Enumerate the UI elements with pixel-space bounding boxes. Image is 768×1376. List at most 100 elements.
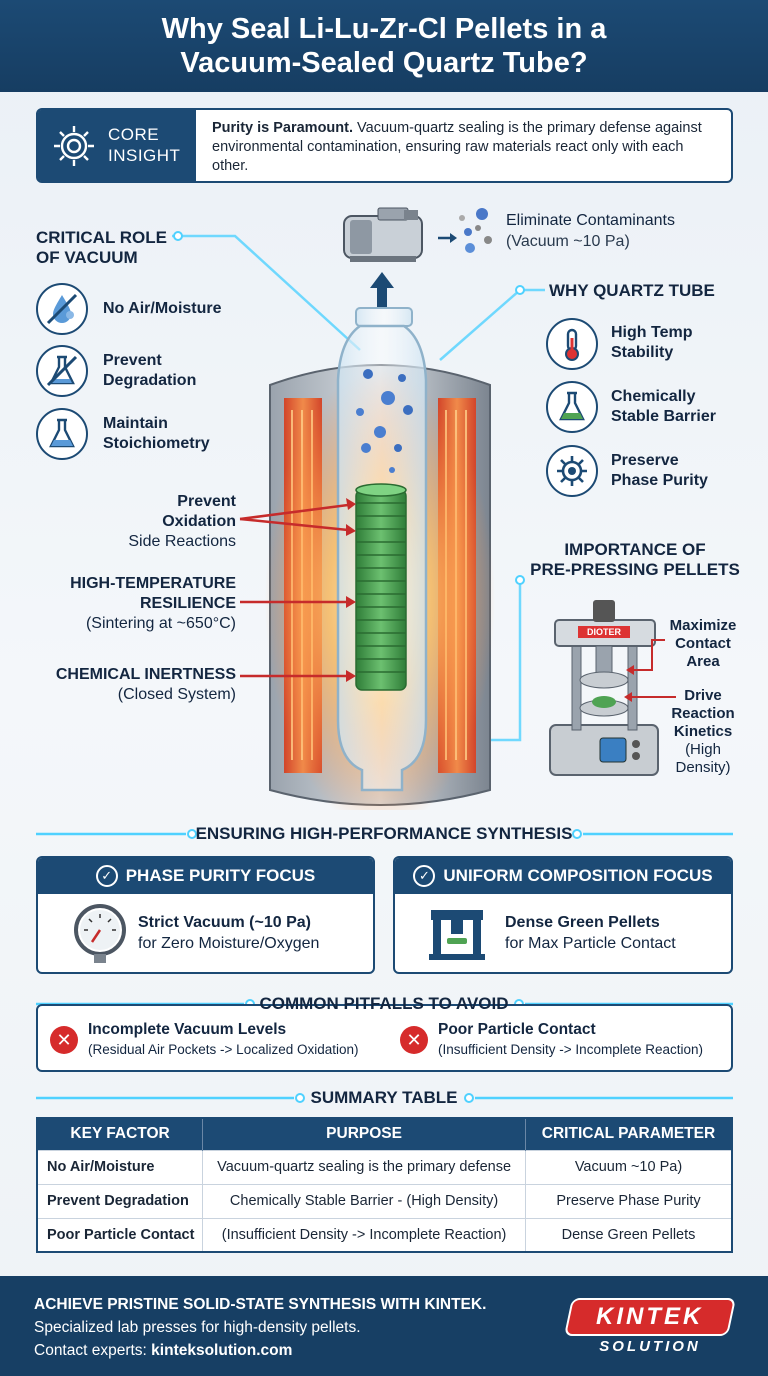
pitfall-2-bold: Poor Particle Contact [438, 1021, 596, 1038]
footer-contact-link[interactable]: kinteksolution.com [151, 1342, 293, 1359]
vacuum-role-title-line2: OF VACUUM [36, 248, 138, 267]
chemical-flask-icon [546, 381, 598, 433]
thermometer-icon [546, 318, 598, 370]
uniform-composition-card: ✓ UNIFORM COMPOSITION FOCUS Dense Green … [393, 856, 733, 974]
purity-gear-icon [546, 445, 598, 497]
pitfall-2-text: (Insufficient Density -> Incomplete Reac… [438, 1042, 703, 1057]
pitfalls-box: ✕ Incomplete Vacuum Levels (Residual Air… [36, 1004, 733, 1072]
table-row: Prevent Degradation Chemically Stable Ba… [37, 1183, 732, 1218]
kintek-logo: KINTEK [563, 1298, 737, 1336]
vacuum-item-3-line2: Stoichiometry [103, 435, 210, 452]
pump-subtitle: (Vacuum ~10 Pa) [506, 233, 630, 250]
pressure-gauge-icon [74, 904, 126, 963]
inertness-label-sub: (Closed System) [117, 686, 236, 703]
core-label-line1: CORE [108, 125, 160, 144]
table-row: Poor Particle Contact (Insufficient Dens… [37, 1217, 732, 1252]
table-header-row: KEY FACTOR PURPOSE CRITICAL PARAMETER [37, 1118, 732, 1150]
ensuring-title: ENSURING HIGH-PERFORMANCE SYNTHESIS [195, 824, 573, 843]
prepress-label-kinetics-1: Drive [684, 687, 722, 704]
page-header: Why Seal Li-Lu-Zr-Cl Pellets in a Vacuum… [0, 0, 768, 92]
quartz-item-2-line2: Stable Barrier [611, 408, 716, 425]
core-insight-text: Purity is Paramount. Vacuum-quartz seali… [212, 119, 722, 176]
phase-purity-head: ✓ PHASE PURITY FOCUS [38, 858, 373, 894]
prepress-title-line1: IMPORTANCE OF [564, 540, 706, 559]
quartz-item-3-line2: Phase Purity [611, 472, 708, 489]
prepress-label-kinetics-4: (High [685, 741, 721, 758]
footer-headline: ACHIEVE PRISTINE SOLID-STATE SYNTHESIS W… [34, 1296, 487, 1313]
inertness-label-b1: CHEMICAL INERTNESS [55, 666, 236, 683]
vacuum-item-1-label: No Air/Moisture [103, 300, 222, 317]
core-insight-label: CORE INSIGHT [38, 110, 196, 181]
table-header: KEY FACTOR [37, 1118, 204, 1150]
vacuum-item-2-line1: Prevent [103, 352, 162, 369]
page-title: Why Seal Li-Lu-Zr-Cl Pellets in a Vacuum… [161, 13, 607, 79]
table-cell: Prevent Degradation [37, 1183, 204, 1218]
uniform-composition-text: for Max Particle Contact [505, 935, 676, 952]
uniform-composition-head-label: UNIFORM COMPOSITION FOCUS [443, 866, 713, 885]
quartz-item-1-line1: High Temp [611, 324, 693, 341]
check-circle-icon: ✓ [95, 865, 118, 887]
press-icon [429, 910, 485, 960]
inertness-label: CHEMICAL INERTNESS (Closed System) [36, 665, 236, 705]
logo-subtitle: SOLUTION [599, 1338, 701, 1355]
no-degradation-flask-icon [36, 345, 88, 397]
footer-subline: Specialized lab presses for high-density… [34, 1319, 361, 1336]
no-moisture-icon [36, 283, 88, 335]
table-cell: Chemically Stable Barrier - (High Densit… [202, 1183, 526, 1218]
contaminant-particles-icon [459, 208, 492, 253]
prepress-label-kinetics-2: Reaction [671, 705, 735, 722]
prepress-label-kinetics-3: Kinetics [673, 723, 733, 740]
table-cell: No Air/Moisture [37, 1149, 204, 1184]
vacuum-item-3-line1: Maintain [103, 415, 168, 432]
resilience-label: HIGH-TEMPERATURE RESILIENCE (Sintering a… [36, 574, 236, 634]
pitfall-1-text: (Residual Air Pockets -> Localized Oxida… [88, 1042, 359, 1057]
oxidation-label-b1: Prevent [177, 493, 236, 510]
footer-contact-prefix: Contact experts: [34, 1342, 152, 1359]
quartz-title: WHY QUARTZ TUBE [549, 281, 715, 300]
quartz-item-2-line1: Chemically [611, 388, 696, 405]
pump-title: Eliminate Contaminants [506, 212, 675, 229]
ensuring-divider [36, 829, 733, 839]
central-diagram [172, 207, 676, 810]
vacuum-pump-icon [343, 207, 423, 262]
phase-purity-text: for Zero Moisture/Oxygen [138, 935, 320, 952]
resilience-label-sub: (Sintering at ~650°C) [85, 615, 236, 632]
table-header: PURPOSE [202, 1118, 526, 1150]
core-insight-box: CORE INSIGHT Purity is Paramount. Vacuum… [36, 108, 733, 183]
pitfalls-title: COMMON PITFALLS TO AVOID [259, 994, 509, 1013]
phase-purity-card: ✓ PHASE PURITY FOCUS Strict Vacuum (~10 … [36, 856, 375, 974]
vacuum-role-title-line1: CRITICAL ROLE [36, 228, 167, 247]
prepress-label-kinetics-5: Density) [675, 759, 731, 776]
table-header: CRITICAL PARAMETER [525, 1118, 732, 1150]
gear-icon [54, 126, 94, 166]
resilience-label-b2: RESILIENCE [139, 595, 236, 612]
vacuum-item-2-line2: Degradation [103, 372, 197, 389]
uniform-composition-head: ✓ UNIFORM COMPOSITION FOCUS [395, 858, 731, 894]
check-circle-icon: ✓ [413, 865, 436, 887]
phase-purity-bold: Strict Vacuum (~10 Pa) [138, 914, 311, 931]
prepress-label-contact-3: Area [686, 653, 720, 670]
logo-wordmark: KINTEK [596, 1303, 704, 1330]
quartz-item-1-line2: Stability [611, 344, 674, 361]
pellet-stack [355, 483, 407, 691]
table-cell: Vacuum-quartz sealing is the primary def… [202, 1149, 526, 1184]
oxidation-label: Prevent Oxidation Side Reactions [36, 492, 236, 552]
summary-table: KEY FACTOR PURPOSE CRITICAL PARAMETER No… [36, 1117, 733, 1253]
error-x-icon: ✕ [400, 1026, 428, 1054]
table-cell: Poor Particle Contact [37, 1217, 204, 1252]
pitfall-1-bold: Incomplete Vacuum Levels [88, 1021, 287, 1038]
table-cell: (Insufficient Density -> Incomplete Reac… [202, 1217, 526, 1252]
quartz-item-3-line1: Preserve [611, 452, 679, 469]
summary-divider [36, 1093, 733, 1103]
resilience-label-b1: HIGH-TEMPERATURE [70, 575, 236, 592]
summary-title: SUMMARY TABLE [310, 1088, 458, 1107]
prepress-label-kinetics: Drive Reaction Kinetics (High Density) [668, 687, 738, 777]
hydraulic-press-icon [549, 600, 659, 776]
press-brand-label: DIOTER [586, 627, 621, 637]
prepress-title-line2: PRE-PRESSING PELLETS [530, 560, 740, 579]
error-x-icon: ✕ [50, 1026, 78, 1054]
oxidation-label-sub: Side Reactions [128, 533, 236, 550]
oxidation-label-b2: Oxidation [162, 513, 236, 530]
flask-icon [36, 408, 88, 460]
core-label-line2: INSIGHT [108, 146, 181, 165]
